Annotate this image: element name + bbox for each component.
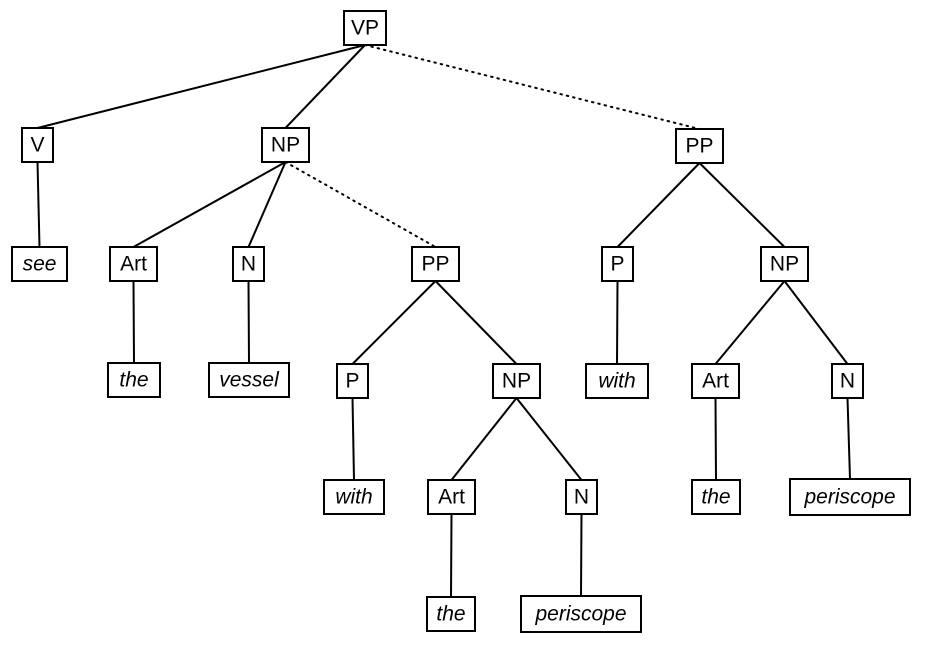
tree-edge-solid-np1-to-art1 — [133, 161, 286, 248]
node-box-the_m — [426, 596, 476, 632]
tree-edge-solid-pp_right-to-p_right — [616, 162, 701, 248]
category-node-p_mid[interactable]: P — [336, 363, 369, 399]
tree-edge-solid-art_r-to-the_r — [714, 397, 717, 481]
category-node-v[interactable]: V — [21, 127, 54, 163]
node-box-p_mid — [336, 363, 369, 399]
node-label-p_right: P — [610, 253, 624, 276]
tree-edge-solid-n_m-to-periscope_m — [580, 513, 583, 597]
node-box-with_r — [585, 363, 649, 399]
leaf-node-periscope_m[interactable]: periscope — [520, 595, 642, 633]
node-label-see: see — [23, 253, 57, 276]
leaf-node-the_m[interactable]: the — [426, 596, 476, 632]
category-node-np_mid[interactable]: NP — [492, 363, 541, 399]
node-box-n_r — [831, 363, 864, 399]
node-box-periscope_r — [789, 478, 911, 516]
category-node-np1[interactable]: NP — [261, 127, 310, 163]
node-box-vp — [343, 10, 387, 46]
node-box-art_r — [691, 363, 740, 399]
tree-edge-solid-art_m-to-the_m — [450, 513, 453, 598]
tree-edge-solid-pp_right-to-np_right — [698, 162, 786, 248]
node-label-with_r: with — [598, 370, 635, 393]
node-box-np_right — [760, 246, 809, 282]
node-label-the1: the — [119, 369, 148, 392]
tree-edge-solid-np_mid-to-art_m — [450, 397, 518, 481]
category-node-np_right[interactable]: NP — [760, 246, 809, 282]
tree-edge-dotted-np1-to-pp_mid — [284, 161, 437, 248]
category-node-n_r[interactable]: N — [831, 363, 864, 399]
node-box-np_mid — [492, 363, 541, 399]
node-box-art1 — [109, 246, 158, 282]
leaf-node-the_r[interactable]: the — [691, 479, 741, 515]
node-label-vessel: vessel — [219, 369, 280, 392]
category-node-pp_right[interactable]: PP — [675, 128, 724, 164]
node-box-the1 — [107, 362, 161, 398]
node-box-vessel — [208, 362, 290, 398]
tree-edge-solid-vp-to-np1 — [284, 44, 366, 129]
node-box-art_m — [427, 479, 476, 515]
category-node-p_right[interactable]: P — [601, 246, 634, 282]
tree-edge-solid-np_right-to-n_r — [783, 280, 849, 365]
category-node-art1[interactable]: Art — [109, 246, 158, 282]
node-label-pp_right: PP — [685, 135, 713, 158]
node-label-art_m: Art — [438, 486, 465, 509]
leaf-node-vessel[interactable]: vessel — [208, 362, 290, 398]
node-label-np_right: NP — [770, 253, 799, 276]
node-box-periscope_m — [520, 595, 642, 633]
node-box-n1 — [232, 246, 265, 282]
node-label-n_m: N — [574, 486, 589, 509]
node-label-art_r: Art — [702, 370, 729, 393]
node-box-with_m — [323, 479, 385, 515]
node-label-v: V — [30, 134, 44, 157]
node-box-p_right — [601, 246, 634, 282]
leaf-node-periscope_r[interactable]: periscope — [789, 478, 911, 516]
node-box-the_r — [691, 479, 741, 515]
category-node-pp_mid[interactable]: PP — [411, 246, 460, 282]
node-label-n1: N — [241, 253, 256, 276]
category-node-art_m[interactable]: Art — [427, 479, 476, 515]
node-label-periscope_r: periscope — [803, 486, 895, 509]
tree-edge-solid-np_right-to-art_r — [714, 280, 786, 365]
node-label-n_r: N — [840, 370, 855, 393]
leaf-node-with_m[interactable]: with — [323, 479, 385, 515]
node-label-pp_mid: PP — [421, 253, 449, 276]
tree-edge-solid-v-to-see — [36, 161, 41, 248]
tree-edge-solid-np_mid-to-n_m — [515, 397, 583, 481]
node-label-np1: NP — [271, 134, 300, 157]
node-box-pp_right — [675, 128, 724, 164]
node-box-n_m — [565, 479, 598, 515]
category-node-n1[interactable]: N — [232, 246, 265, 282]
category-node-art_r[interactable]: Art — [691, 363, 740, 399]
node-box-v — [21, 127, 54, 163]
node-box-np1 — [261, 127, 310, 163]
node-label-np_mid: NP — [502, 370, 531, 393]
tree-edge-solid-pp_mid-to-p_mid — [351, 280, 437, 365]
category-node-n_m[interactable]: N — [565, 479, 598, 515]
node-label-periscope_m: periscope — [534, 603, 626, 626]
node-label-the_r: the — [701, 486, 730, 509]
tree-edge-solid-np1-to-n1 — [247, 161, 287, 248]
category-node-vp[interactable]: VP — [343, 10, 387, 46]
leaf-node-the1[interactable]: the — [107, 362, 161, 398]
tree-edge-solid-art1-to-the1 — [132, 280, 135, 364]
node-label-p_mid: P — [345, 370, 359, 393]
node-label-vp: VP — [351, 17, 379, 40]
tree-edge-solid-p_mid-to-with_m — [351, 397, 355, 481]
node-label-art1: Art — [120, 253, 147, 276]
tree-edge-solid-pp_mid-to-np_mid — [434, 280, 518, 365]
leaf-node-see[interactable]: see — [11, 246, 68, 282]
node-label-the_m: the — [436, 603, 465, 626]
node-box-pp_mid — [411, 246, 460, 282]
tree-edge-solid-n1-to-vessel — [247, 280, 250, 364]
tree-edge-solid-p_right-to-with_r — [616, 280, 619, 365]
tree-edge-solid-n_r-to-periscope_r — [846, 397, 851, 480]
leaf-node-with_r[interactable]: with — [585, 363, 649, 399]
node-box-see — [11, 246, 68, 282]
node-label-with_m: with — [335, 486, 372, 509]
tree-edge-dotted-vp-to-pp_right — [364, 44, 701, 130]
edge-layer — [36, 44, 851, 598]
tree-edge-solid-vp-to-v — [37, 44, 366, 129]
